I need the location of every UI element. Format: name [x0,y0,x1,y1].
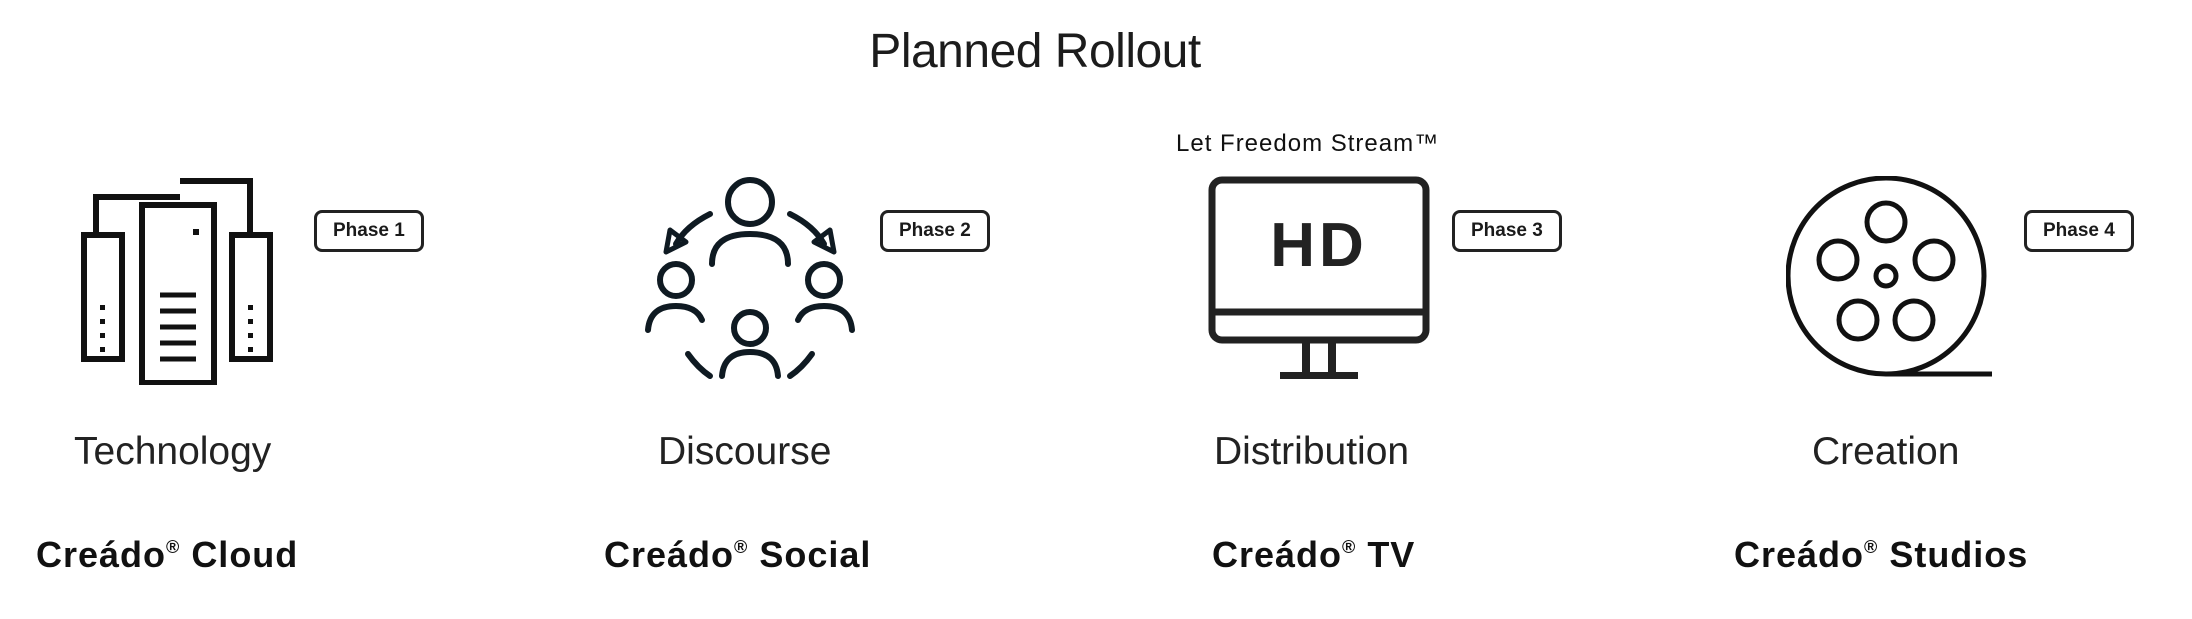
registered-mark: ® [734,537,749,557]
product-suffix: Studios [1889,534,2029,575]
phase-2-category: Discourse [658,430,832,473]
phase-2-badge: Phase 2 [880,210,990,252]
hd-monitor-icon: HD [1208,176,1430,380]
phase-3-badge: Phase 3 [1452,210,1562,252]
product-name: Creádo [36,534,167,575]
screen-text: HD [1270,211,1368,280]
product-suffix: Cloud [191,534,299,575]
product-suffix: TV [1367,534,1416,575]
phase-4-badge: Phase 4 [2024,210,2134,252]
product-name: Creádo [1734,534,1865,575]
registered-mark: ® [166,537,181,557]
registered-mark: ® [1342,537,1357,557]
tagline: Let Freedom Stream™ [1176,130,1440,157]
product-name: Creádo [1212,534,1343,575]
phase-4-category: Creation [1812,430,1960,473]
phase-1-product: Creádo® Cloud [36,534,298,576]
phase-3-product: Creádo® TV [1212,534,1415,576]
product-name: Creádo [604,534,735,575]
phase-3-category: Distribution [1214,430,1410,473]
phase-1-category: Technology [74,430,272,473]
phase-4-product: Creádo® Studios [1734,534,2028,576]
people-network-icon [640,172,860,382]
phase-2-product: Creádo® Social [604,534,871,576]
film-reel-icon [1786,176,2004,380]
registered-mark: ® [1864,537,1879,557]
phase-1-badge: Phase 1 [314,210,424,252]
server-icon [80,175,280,385]
product-suffix: Social [759,534,872,575]
page-title: Planned Rollout [869,25,1201,78]
